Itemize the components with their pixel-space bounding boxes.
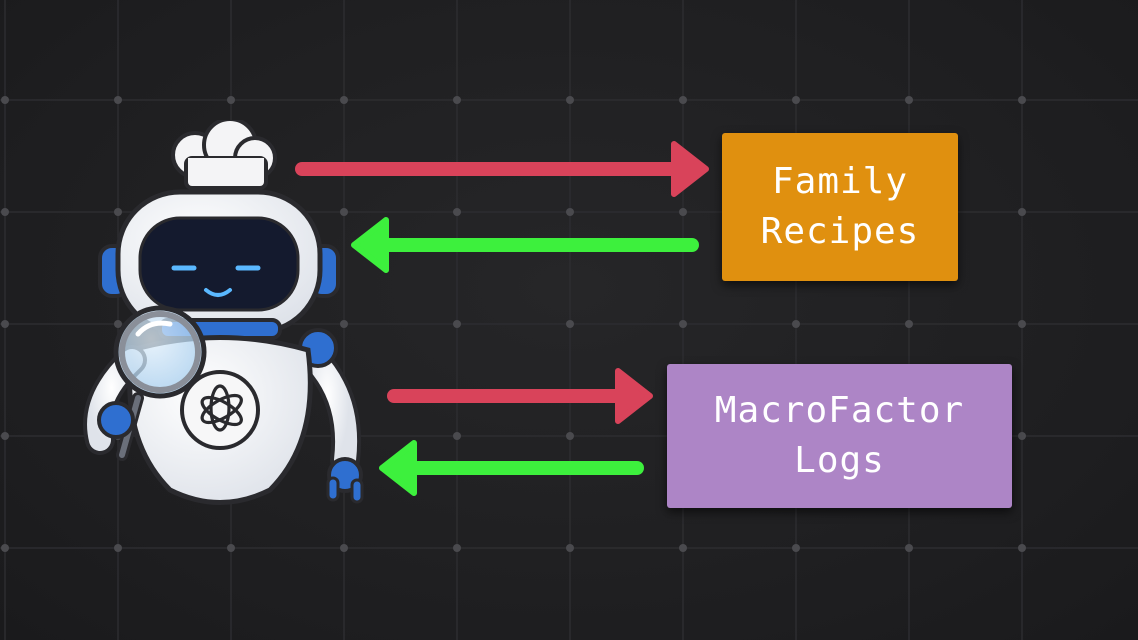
grid-dot bbox=[792, 96, 800, 104]
chef-hat bbox=[171, 120, 277, 190]
grid-dot bbox=[340, 96, 348, 104]
grid-dot bbox=[792, 320, 800, 328]
robot-hand bbox=[326, 457, 364, 504]
grid-dot bbox=[566, 96, 574, 104]
grid-dot bbox=[1018, 96, 1026, 104]
grid-dot bbox=[114, 544, 122, 552]
grid-dot bbox=[1018, 208, 1026, 216]
grid-dot bbox=[566, 544, 574, 552]
chef-robot-icon bbox=[83, 120, 364, 505]
macrofactor-logs-box: MacroFactor Logs bbox=[667, 364, 1012, 508]
grid-dot bbox=[566, 208, 574, 216]
grid-dot bbox=[792, 544, 800, 552]
grid-dot bbox=[1018, 544, 1026, 552]
grid-dot bbox=[566, 432, 574, 440]
grid-dot bbox=[1018, 320, 1026, 328]
grid-dot bbox=[566, 320, 574, 328]
grid-dot bbox=[1, 96, 9, 104]
grid-dot bbox=[453, 208, 461, 216]
openai-logo-icon bbox=[180, 370, 260, 450]
arrow-from-family-recipes bbox=[351, 217, 699, 273]
grid-dot bbox=[905, 320, 913, 328]
grid-dot bbox=[1, 208, 9, 216]
grid-dot bbox=[679, 96, 687, 104]
arrow-from-macrofactor-logs bbox=[379, 440, 644, 496]
grid-dot bbox=[1, 432, 9, 440]
grid-dot bbox=[905, 544, 913, 552]
grid-dot bbox=[453, 544, 461, 552]
grid-dot bbox=[1, 320, 9, 328]
grid-dot bbox=[1018, 432, 1026, 440]
grid-dot bbox=[453, 320, 461, 328]
grid-dot bbox=[227, 96, 235, 104]
grid-dot bbox=[114, 208, 122, 216]
arrow-to-family-recipes bbox=[295, 141, 709, 197]
grid-dot bbox=[679, 544, 687, 552]
arrow-to-macrofactor-logs bbox=[387, 368, 653, 424]
grid-dot bbox=[340, 544, 348, 552]
grid-dot bbox=[679, 208, 687, 216]
grid-dot bbox=[114, 320, 122, 328]
grid-dot bbox=[227, 544, 235, 552]
family-recipes-box: Family Recipes bbox=[722, 133, 958, 281]
grid-dot bbox=[453, 432, 461, 440]
grid-dot bbox=[340, 208, 348, 216]
grid-dot bbox=[340, 320, 348, 328]
grid-dot bbox=[453, 96, 461, 104]
grid-dot bbox=[1, 544, 9, 552]
grid-dot bbox=[679, 320, 687, 328]
grid-dot bbox=[905, 96, 913, 104]
grid-dot bbox=[114, 96, 122, 104]
